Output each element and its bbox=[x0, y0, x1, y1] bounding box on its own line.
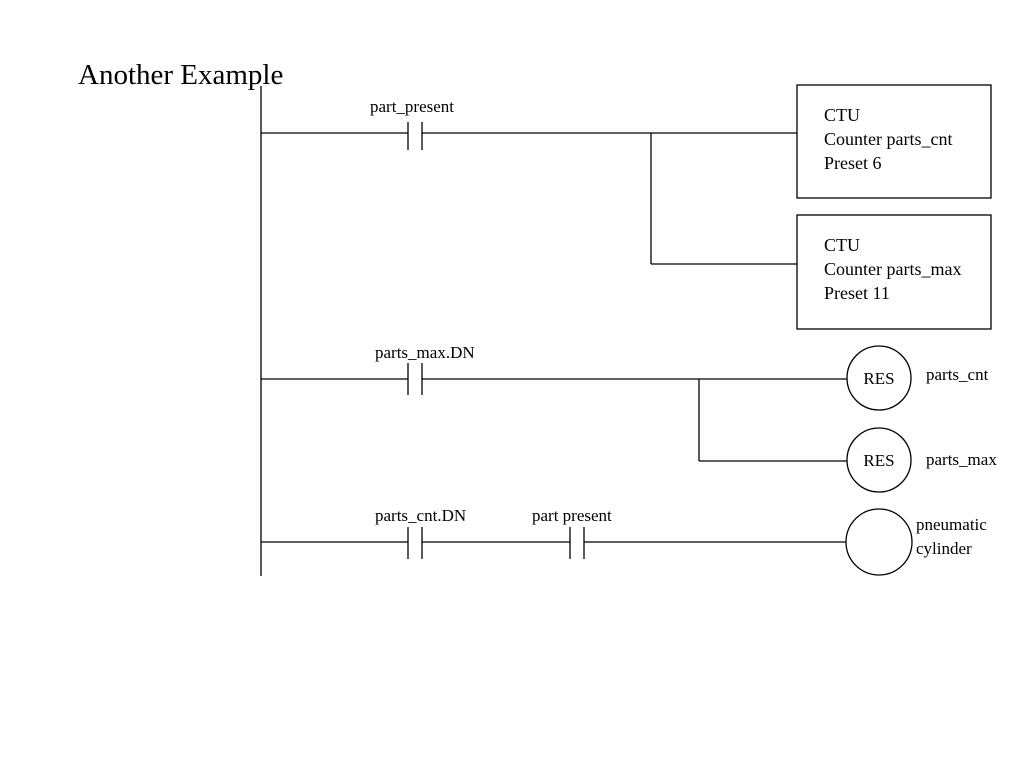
output-coil-pneumatic-cylinder bbox=[845, 508, 913, 576]
rung-1: part_present CTU Counter parts_cnt Prese… bbox=[261, 84, 992, 330]
page-title: Another Example bbox=[78, 59, 283, 91]
contact-parts-max-dn bbox=[407, 363, 423, 395]
contact-label-parts-cnt-dn: parts_cnt.DN bbox=[375, 506, 466, 525]
rung-3: parts_cnt.DN part present pneumatic cyli… bbox=[261, 506, 987, 576]
reset-coil-label: RES bbox=[863, 451, 894, 470]
rung-2: parts_max.DN RES parts_cnt RES parts_max bbox=[261, 343, 997, 493]
contact-part-present bbox=[407, 122, 423, 150]
ctu-block-parts-cnt: CTU Counter parts_cnt Preset 6 bbox=[796, 84, 992, 199]
contact-label-parts-max-dn: parts_max.DN bbox=[375, 343, 475, 362]
ctu-block-type: CTU bbox=[824, 105, 860, 125]
ctu-block-preset: Preset 6 bbox=[824, 153, 882, 173]
reset-coil-parts-cnt: RES bbox=[846, 345, 912, 411]
reset-coil-parts-max: RES bbox=[846, 427, 912, 493]
ctu-block-preset: Preset 11 bbox=[824, 283, 890, 303]
reset-target-parts-max: parts_max bbox=[926, 450, 997, 469]
ctu-block-counter: Counter parts_cnt bbox=[824, 129, 952, 149]
contact-part-present-2 bbox=[569, 527, 585, 559]
output-target-line-1: pneumatic bbox=[916, 515, 987, 534]
output-target-line-2: cylinder bbox=[916, 539, 972, 558]
ctu-block-type: CTU bbox=[824, 235, 860, 255]
reset-coil-label: RES bbox=[863, 369, 894, 388]
contact-label-part-present-2: part present bbox=[532, 506, 612, 525]
contact-label-part-present: part_present bbox=[370, 97, 454, 116]
reset-target-parts-cnt: parts_cnt bbox=[926, 365, 989, 384]
ctu-block-parts-max: CTU Counter parts_max Preset 11 bbox=[796, 214, 992, 330]
ctu-block-counter: Counter parts_max bbox=[824, 259, 961, 279]
contact-parts-cnt-dn bbox=[407, 527, 423, 559]
